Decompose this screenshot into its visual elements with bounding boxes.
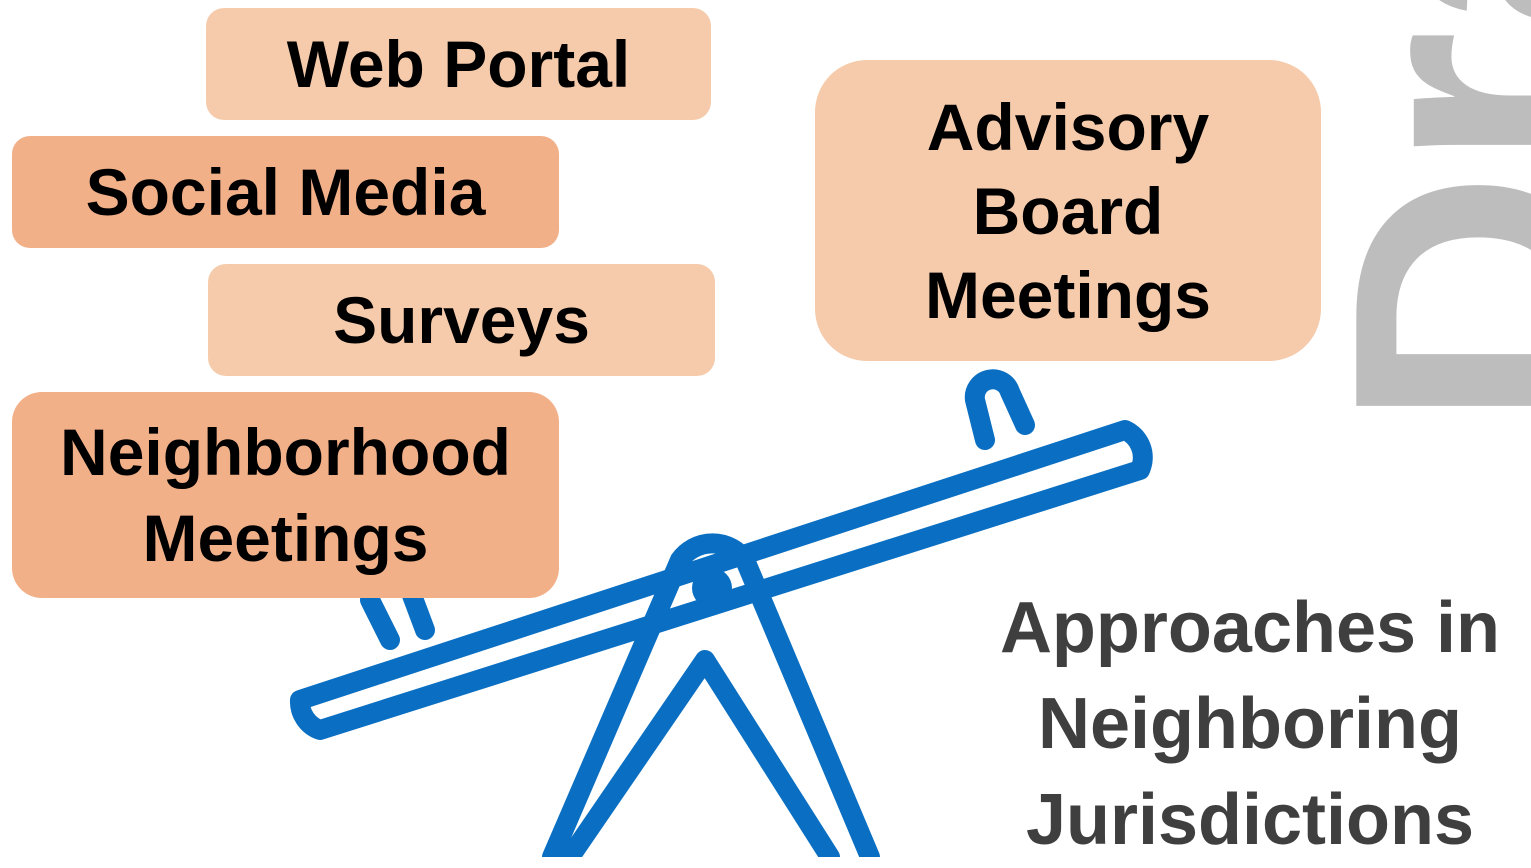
surveys-label: Surveys: [333, 283, 590, 357]
approaches-title: Approaches in Neighboring Jurisdictions: [999, 588, 1501, 860]
surveys-box: Surveys: [208, 264, 715, 376]
web-portal-box: Web Portal: [206, 8, 711, 120]
neighborhood-meetings-box: Neighborhood Meetings: [12, 392, 559, 598]
advisory-board-meetings-box: Advisory Board Meetings: [815, 60, 1321, 361]
neighborhood-meetings-label: Neighborhood Meetings: [60, 415, 511, 575]
web-portal-label: Web Portal: [286, 27, 631, 101]
seesaw-fulcrum-inner: [560, 650, 840, 857]
seesaw-right-handle: [964, 369, 1035, 450]
seesaw-fulcrum: [542, 533, 880, 857]
social-media-label: Social Media: [85, 155, 486, 229]
seesaw-plank: [289, 420, 1153, 740]
social-media-box: Social Media: [12, 136, 559, 248]
seesaw-pivot: [692, 568, 732, 608]
advisory-board-meetings-label: Advisory Board Meetings: [924, 89, 1212, 332]
